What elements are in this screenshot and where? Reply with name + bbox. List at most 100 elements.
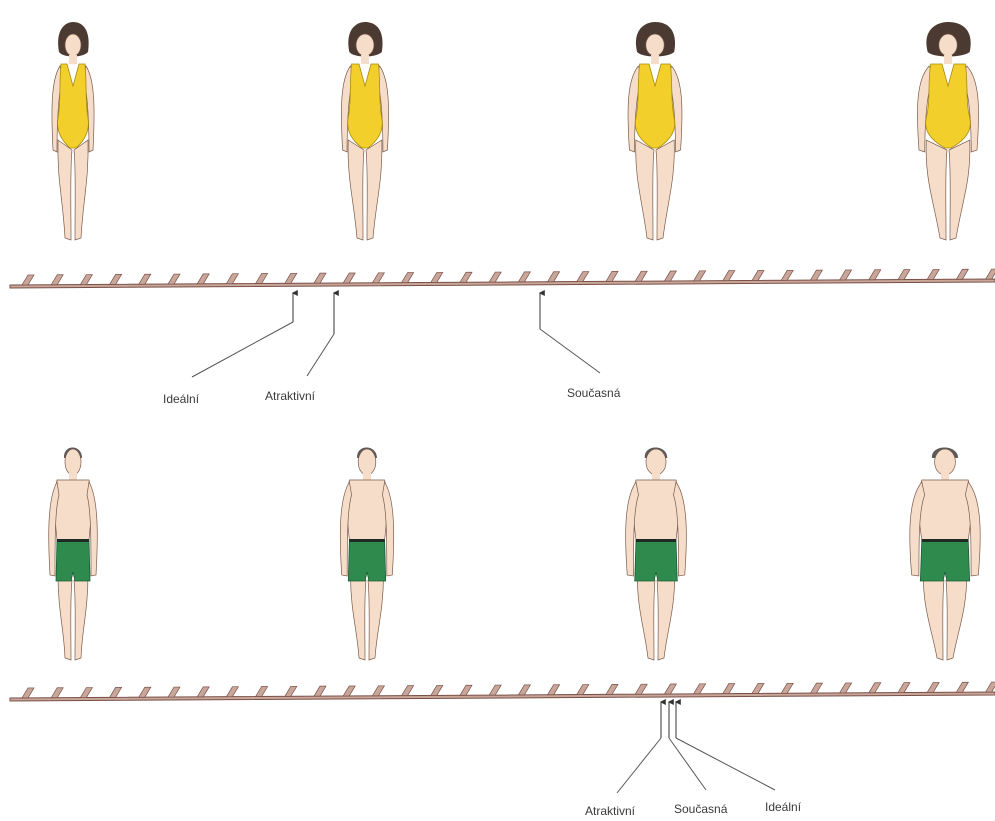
ruler-tick (869, 683, 881, 693)
torso (918, 480, 971, 540)
swim-trunks (635, 540, 678, 581)
ruler-tick (110, 274, 122, 284)
neck (361, 55, 369, 64)
ruler-tick (606, 271, 618, 281)
ruler-tick (664, 684, 676, 694)
ruler-tick (226, 274, 238, 284)
male-marker-attractive-label: Atraktivní (585, 804, 636, 818)
torso (55, 480, 92, 540)
ruler-tick (810, 683, 822, 693)
female-ruler (10, 269, 995, 288)
ruler-tick (372, 686, 384, 696)
ruler-tick (402, 686, 414, 696)
ruler-tick (285, 273, 297, 283)
face (65, 449, 81, 475)
ruler-tick (489, 272, 501, 282)
male-figures-row (49, 448, 981, 661)
ruler-tick (518, 685, 530, 695)
ruler-tick (110, 687, 122, 697)
neck (651, 55, 659, 64)
right-leg (366, 140, 382, 240)
ruler-tick (80, 275, 92, 285)
ruler-tick (810, 270, 822, 280)
female-figure-4 (917, 22, 978, 240)
ruler-tick (986, 269, 995, 279)
ruler-bar (10, 692, 995, 701)
ruler-tick (22, 688, 34, 698)
waistband (636, 539, 676, 542)
neck (944, 55, 952, 64)
left-leg (58, 575, 72, 660)
male-marker-ideal-label: Ideální (765, 800, 802, 814)
face (65, 34, 81, 56)
ruler-tick (635, 684, 647, 694)
neck (652, 473, 660, 480)
male-figure-1 (49, 448, 98, 661)
ruler-tick (51, 275, 63, 285)
left-leg (637, 575, 655, 660)
swim-trunks (56, 540, 90, 581)
ruler-tick (606, 684, 618, 694)
neck (69, 473, 77, 480)
attractive-pointer-leader (307, 334, 334, 376)
ruler-tick (781, 683, 793, 693)
torso (347, 480, 387, 540)
male-ruler (10, 682, 995, 701)
ideal-pointer-leader-m (676, 738, 775, 790)
ruler-tick (168, 687, 180, 697)
ruler-tick (723, 684, 735, 694)
ruler-tick (956, 682, 968, 692)
female-figure-1 (52, 22, 94, 240)
ruler-tick (431, 272, 443, 282)
right-leg (656, 140, 674, 240)
ruler-tick (489, 685, 501, 695)
female-figure-3 (628, 22, 682, 240)
face (356, 34, 374, 56)
swimsuit (926, 64, 971, 148)
left-leg (348, 140, 364, 240)
male-figure-3 (626, 448, 687, 661)
ruler-tick (22, 275, 34, 285)
face (646, 449, 666, 475)
ideal-pointer-leader (192, 322, 293, 377)
ruler-tick (694, 684, 706, 694)
ruler-tick (752, 683, 764, 693)
waistband (922, 539, 968, 542)
right-leg (368, 575, 384, 660)
ruler-tick (898, 683, 910, 693)
ruler-tick (898, 270, 910, 280)
torso (633, 480, 679, 540)
ruler-bar (10, 279, 995, 288)
current-pointer-leader (540, 329, 600, 373)
swimsuit (635, 64, 675, 148)
ruler-tick (781, 270, 793, 280)
female-marker-ideal-label: Ideální (163, 392, 200, 406)
right-leg (74, 140, 88, 240)
ruler-tick (343, 686, 355, 696)
ruler-tick (51, 688, 63, 698)
ruler-tick (752, 270, 764, 280)
ruler-tick (285, 686, 297, 696)
female-marker-current-label: Současná (567, 386, 621, 400)
ruler-tick (986, 682, 995, 692)
ruler-tick (840, 270, 852, 280)
male-figure-4 (910, 448, 980, 661)
male-figure-2 (340, 448, 393, 661)
waistband (349, 539, 384, 542)
ruler-tick (460, 685, 472, 695)
ruler-tick (518, 272, 530, 282)
attractive-pointer-leader-m (617, 738, 661, 793)
ruler-tick (664, 271, 676, 281)
ruler-tick (869, 270, 881, 280)
ruler-tick (197, 687, 209, 697)
face (935, 449, 956, 475)
ruler-tick (577, 685, 589, 695)
male-marker-current-label: Současná (674, 802, 728, 816)
swim-trunks (348, 540, 385, 581)
ruler-tick (197, 274, 209, 284)
neck (941, 473, 949, 480)
left-leg (636, 140, 654, 240)
female-markers: Ideální Atraktivní Současná (163, 293, 621, 406)
female-figure-2 (341, 22, 388, 240)
